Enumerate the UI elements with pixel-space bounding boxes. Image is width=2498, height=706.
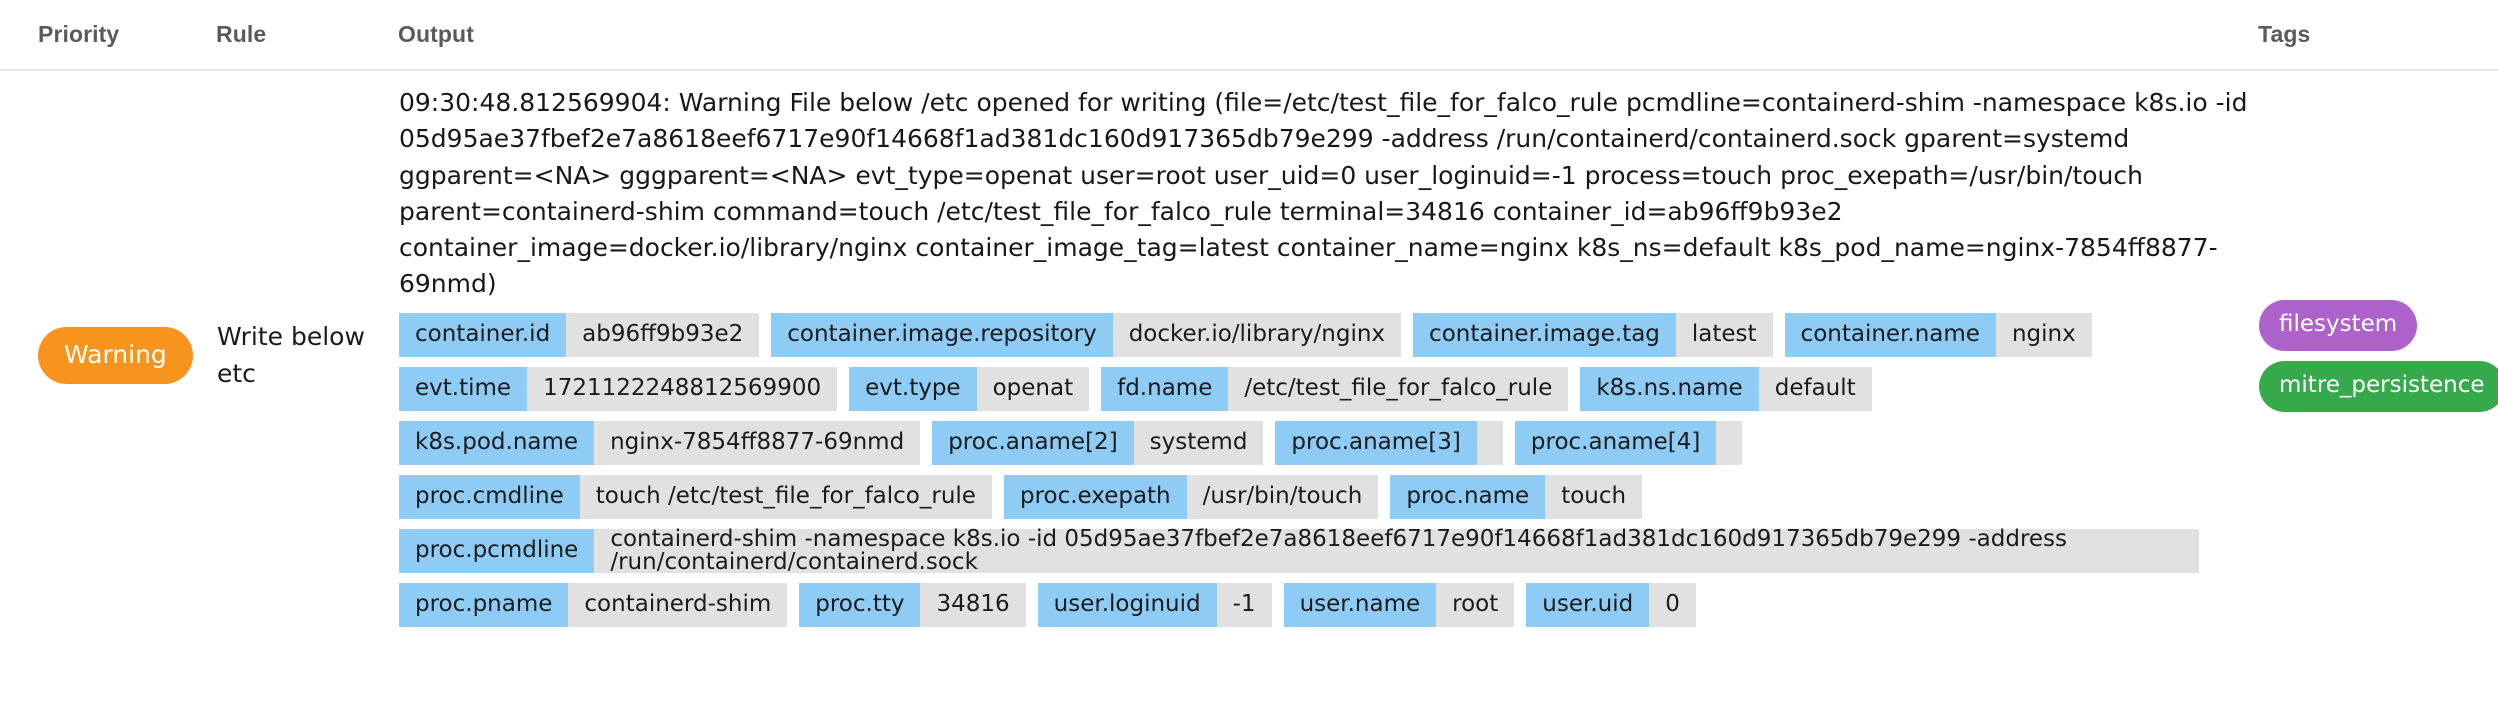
field-chip-value[interactable]: touch /etc/test_file_for_falco_rule (579, 474, 992, 519)
field-chip-value[interactable]: 34816 (920, 582, 1026, 627)
field-chip[interactable]: user.loginuid-1 (1037, 582, 1272, 627)
field-chip-key[interactable]: fd.name (1101, 366, 1229, 411)
field-chip-value[interactable]: containerd-shim (568, 582, 788, 627)
field-chip-value[interactable]: default (1758, 366, 1872, 411)
table-header: Priority Rule Output Tags (0, 0, 2498, 71)
tag-badge[interactable]: filesystem (2259, 299, 2418, 351)
column-header-tags[interactable]: Tags (2258, 0, 2498, 71)
field-chip-value[interactable]: 0 (1649, 582, 1696, 627)
field-chip-key[interactable]: container.image.tag (1413, 312, 1676, 357)
field-chip-value[interactable]: docker.io/library/nginx (1112, 312, 1402, 357)
column-header-rule[interactable]: Rule (216, 0, 398, 71)
cell-rule: Write below etc (217, 322, 365, 388)
field-chip-key[interactable]: proc.aname[3] (1275, 420, 1477, 465)
field-chip[interactable]: fd.name/etc/test_file_for_falco_rule (1101, 366, 1569, 411)
field-chip-key[interactable]: k8s.pod.name (399, 420, 595, 465)
table-row[interactable]: Warning Write below etc 09:30:48.8125699… (0, 70, 2498, 641)
field-chip-key[interactable]: container.image.repository (771, 312, 1113, 357)
field-chip-value[interactable]: /usr/bin/touch (1186, 474, 1379, 519)
tag-badge[interactable]: mitre_persistence (2259, 360, 2498, 412)
field-chip-value[interactable]: touch (1545, 474, 1643, 519)
field-chip[interactable]: proc.aname[3] (1275, 420, 1503, 465)
field-chip-value[interactable]: openat (976, 366, 1090, 411)
cell-priority: Warning (0, 70, 216, 641)
field-chip-key[interactable]: proc.pname (399, 582, 569, 627)
field-chip[interactable]: proc.exepath/usr/bin/touch (1003, 474, 1379, 519)
field-chip-value[interactable]: /etc/test_file_for_falco_rule (1228, 366, 1569, 411)
field-chip-value[interactable]: ab96ff9b93e2 (566, 312, 760, 357)
table-header-row: Priority Rule Output Tags (0, 0, 2498, 71)
falco-alerts-table: Priority Rule Output Tags Warning Write … (0, 0, 2498, 641)
field-chip-value[interactable]: -1 (1216, 582, 1272, 627)
field-chip-value[interactable]: root (1436, 582, 1515, 627)
column-header-output[interactable]: Output (398, 0, 2258, 71)
field-chip-key[interactable]: proc.aname[4] (1514, 420, 1717, 465)
cell-tags: filesystem mitre_persistence (2258, 70, 2498, 641)
field-chip-key[interactable]: proc.pcmdline (399, 528, 595, 573)
field-chip-key[interactable]: user.loginuid (1037, 582, 1217, 627)
field-chip-value[interactable]: containerd-shim -namespace k8s.io -id 05… (594, 527, 2199, 573)
field-chip-value[interactable]: nginx-7854ff8877-69nmd (594, 420, 921, 465)
tag-list: filesystem mitre_persistence (2259, 299, 2498, 412)
field-chip-key[interactable]: evt.type (849, 366, 977, 411)
field-chip-key[interactable]: k8s.ns.name (1580, 366, 1759, 411)
table-body: Warning Write below etc 09:30:48.8125699… (0, 70, 2498, 641)
field-chip-key[interactable]: container.name (1784, 312, 1996, 357)
field-chip-key[interactable]: proc.exepath (1003, 474, 1187, 519)
field-chip-key[interactable]: container.id (399, 312, 567, 357)
field-chip-value[interactable]: systemd (1133, 420, 1264, 465)
cell-output: 09:30:48.812569904: Warning File below /… (398, 70, 2258, 641)
field-chip-key[interactable]: proc.tty (799, 582, 921, 627)
field-chip-key[interactable]: proc.aname[2] (932, 420, 1134, 465)
column-header-priority[interactable]: Priority (0, 0, 216, 71)
field-chip-key[interactable]: proc.name (1390, 474, 1546, 519)
field-chip-key[interactable]: evt.time (399, 366, 528, 411)
field-chip-value[interactable] (1716, 420, 1743, 465)
status-badge-priority: Warning (38, 327, 193, 385)
field-chip-value[interactable]: latest (1675, 312, 1773, 357)
field-chip-key[interactable]: proc.cmdline (399, 474, 580, 519)
field-chip[interactable]: proc.aname[2]systemd (932, 420, 1264, 465)
field-chip[interactable]: proc.aname[4] (1514, 420, 1743, 465)
field-chip-key[interactable]: user.name (1283, 582, 1437, 627)
field-chip-value[interactable]: 1721122248812569900 (527, 366, 838, 411)
field-chip-key[interactable]: user.uid (1526, 582, 1650, 627)
alert-output-text: 09:30:48.812569904: Warning File below /… (399, 88, 2248, 299)
field-chip-value[interactable] (1476, 420, 1503, 465)
field-chip-value[interactable]: nginx (1995, 312, 2092, 357)
